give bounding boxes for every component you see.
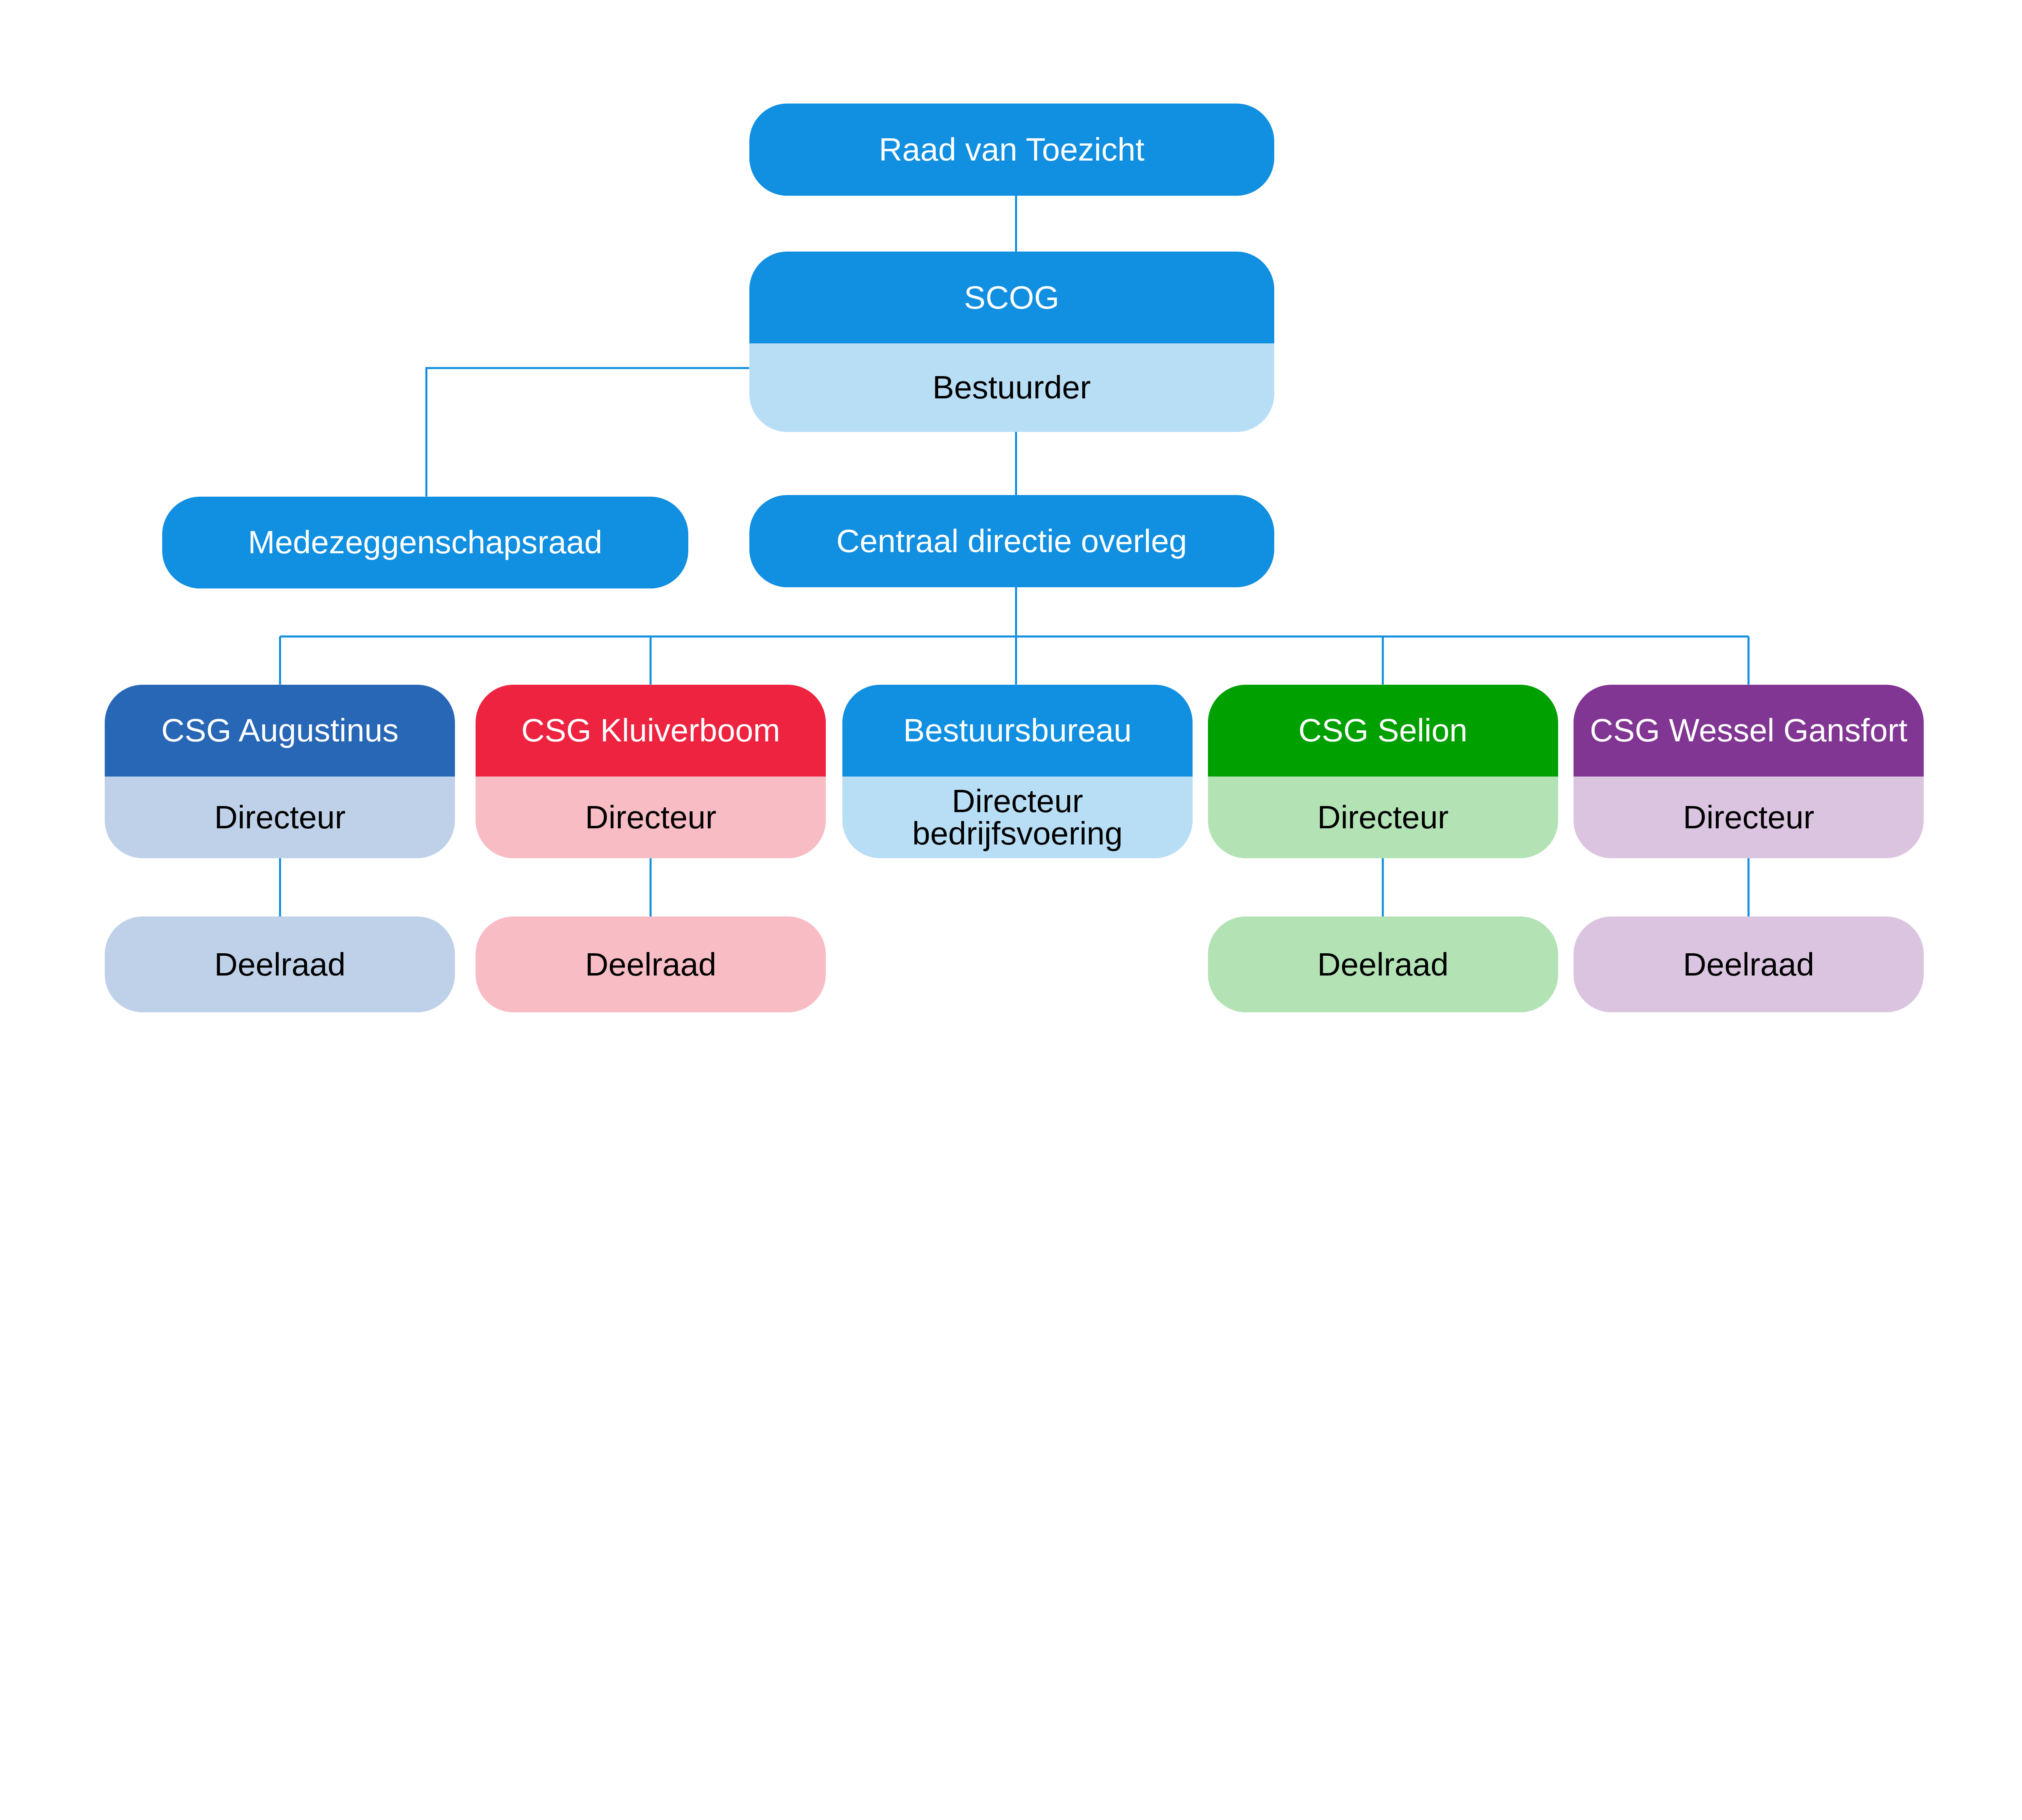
node-raad-van-toezicht: Raad van Toezicht (749, 104, 1274, 196)
node-csg-augustinus: CSG Augustinus Directeur (105, 684, 455, 858)
node-label: CSG Augustinus (105, 684, 455, 777)
node-label: Centraal directie overleg (836, 523, 1187, 559)
node-role: Directeur (1208, 777, 1558, 858)
node-centraal-directie-overleg: Centraal directie overleg (749, 495, 1274, 587)
node-csg-kluiverboom: CSG Kluiverboom Directeur (476, 684, 826, 858)
node-label: CSG Kluiverboom (476, 684, 826, 777)
node-csg-wessel-gansfort: CSG Wessel Gansfort Directeur (1574, 684, 1924, 858)
node-deelraad-kluiverboom: Deelraad (476, 916, 826, 1013)
node-deelraad-selion: Deelraad (1208, 916, 1558, 1013)
node-label: Bestuursbureau (842, 684, 1193, 777)
node-label: Deelraad (1317, 946, 1449, 982)
node-deelraad-augustinus: Deelraad (105, 916, 455, 1013)
node-role: Bestuurder (749, 343, 1274, 432)
node-label: Deelraad (1683, 946, 1815, 982)
node-role: Directeur (1574, 777, 1924, 858)
node-label: Deelraad (585, 946, 717, 982)
node-role: Directeur bedrijfsvoering (842, 777, 1193, 858)
node-csg-selion: CSG Selion Directeur (1208, 684, 1558, 858)
node-role: Directeur (476, 777, 826, 858)
node-deelraad-wessel-gansfort: Deelraad (1574, 916, 1924, 1013)
node-medezeggenschapsraad: Medezeggenschapsraad (162, 496, 688, 588)
node-label: Deelraad (214, 946, 346, 982)
node-label: Raad van Toezicht (879, 131, 1144, 167)
connector-lines (279, 195, 1750, 917)
node-bestuursbureau: Bestuursbureau Directeur bedrijfsvoering (842, 684, 1193, 858)
line-scog-mr (425, 367, 749, 497)
node-label: SCOG (749, 251, 1274, 344)
node-scog: SCOG Bestuurder (749, 251, 1274, 432)
node-label: CSG Wessel Gansfort (1574, 684, 1924, 777)
node-role: Directeur (105, 777, 455, 858)
node-label: Medezeggenschapsraad (248, 524, 603, 561)
node-label: CSG Selion (1208, 684, 1558, 777)
